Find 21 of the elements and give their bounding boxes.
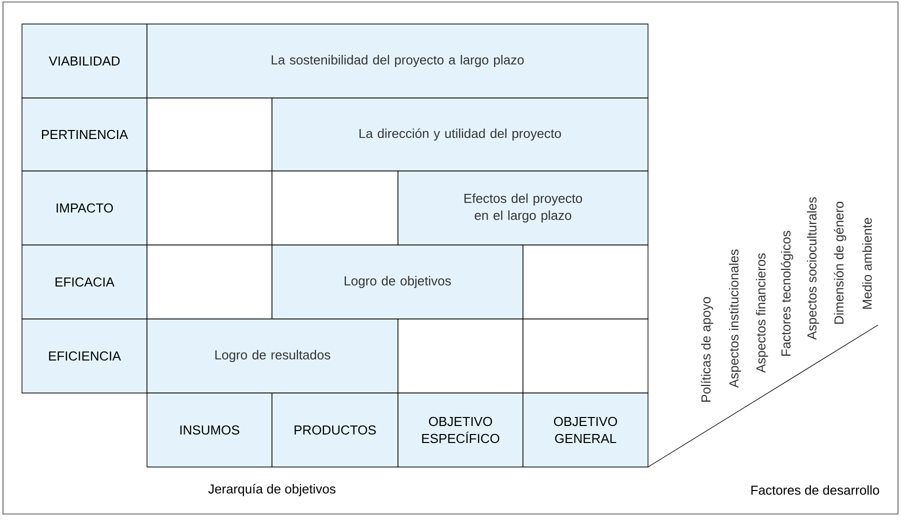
column-header-cell: INSUMOS [146, 392, 272, 468]
column-header-cell: OBJETIVO GENERAL [522, 392, 648, 468]
axis-title: Jerarquía de objetivos [208, 484, 336, 496]
row-header-cell: EFICACIA [22, 244, 148, 320]
row-header-cell: EFICIENCIA [22, 318, 148, 394]
factor-label: Factores tecnológicos [780, 230, 794, 356]
text-cell: Logro de objetivos [272, 244, 524, 320]
axis-title: Factores de desarrollo [751, 485, 880, 495]
column-header-cell: OBJETIVO ESPECÍFICO [398, 392, 524, 468]
row-header-cell: VIABILIDAD [22, 24, 148, 98]
row-header-cell: IMPACTO [22, 170, 148, 246]
factor-label: Aspectos socioculturales [806, 197, 820, 340]
row-header-cell: PERTINENCIA [22, 98, 148, 172]
text-cell: La dirección y utilidad del proyecto [272, 98, 648, 172]
factor-label: Políticas de apoyo [700, 297, 714, 402]
column-header-cell: PRODUCTOS [272, 392, 398, 468]
factor-label: Medio ambiente [862, 218, 872, 309]
text-cell: Efectos del proyecto en el largo plazo [398, 170, 648, 246]
factor-label: Dimensión de género [834, 202, 846, 324]
factor-label: Aspectos institucionales [728, 250, 742, 388]
factor-label: Aspectos financieros [756, 253, 768, 373]
